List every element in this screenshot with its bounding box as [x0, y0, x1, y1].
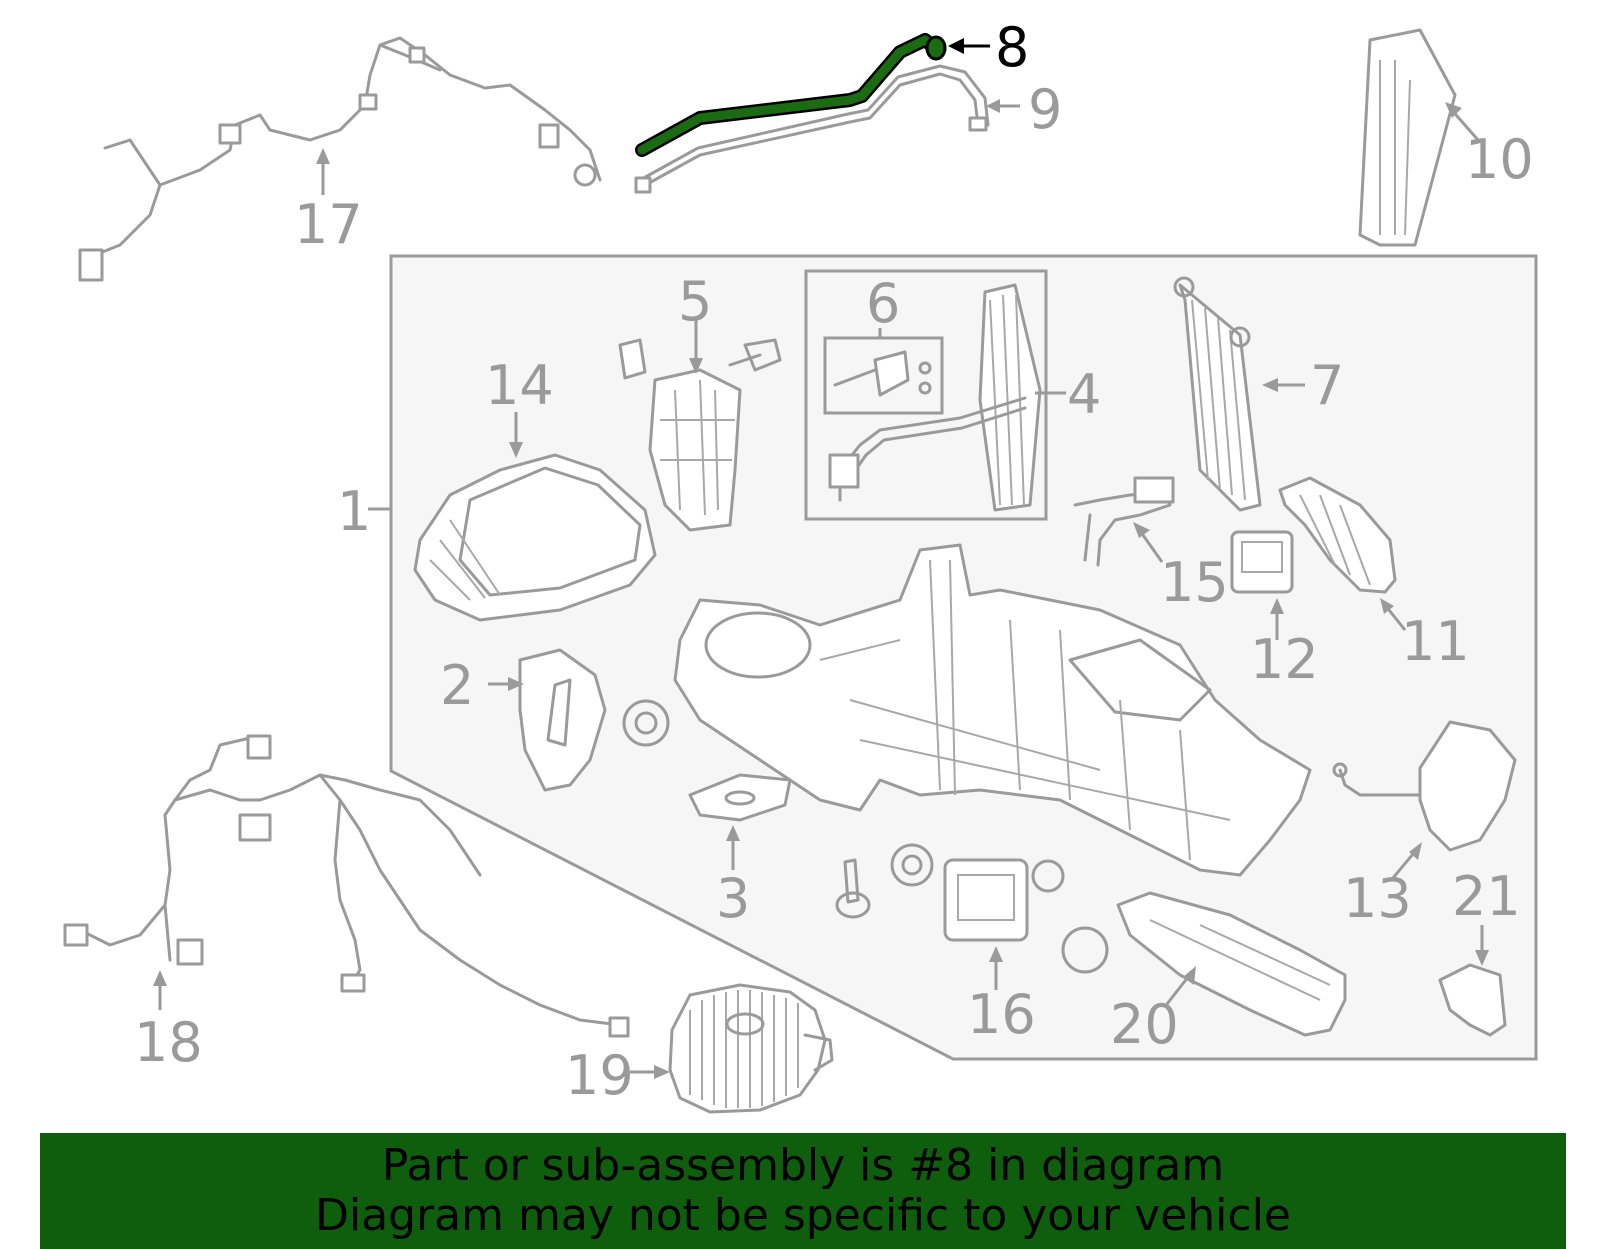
- callout-19: 19: [565, 1044, 634, 1107]
- hvac-case-main-body: [673, 543, 1312, 877]
- bolt[interactable]: [835, 858, 871, 919]
- part-13-actuator[interactable]: [1332, 720, 1517, 852]
- part-16-resistor[interactable]: [943, 858, 1109, 974]
- part-3-seal-plate[interactable]: [688, 773, 792, 822]
- callout-9: 9: [1028, 78, 1062, 141]
- part-4-evaporator[interactable]: [828, 283, 1042, 512]
- callout-21: 21: [1452, 865, 1521, 928]
- part-11-duct[interactable]: [1278, 476, 1397, 594]
- callout-8-highlighted: 8: [995, 16, 1029, 79]
- callout-12: 12: [1250, 628, 1319, 691]
- part-18-wiring-harness[interactable]: [63, 734, 630, 1038]
- part-17-wiring-harness[interactable]: [78, 36, 602, 282]
- callout-10: 10: [1465, 128, 1534, 191]
- part-14-blower-housing[interactable]: [413, 453, 657, 622]
- part-10-heater-core[interactable]: [1358, 28, 1457, 247]
- grommet-small[interactable]: [890, 843, 934, 887]
- callout-15: 15: [1160, 551, 1229, 614]
- grommet[interactable]: [622, 699, 670, 747]
- callout-17: 17: [294, 193, 363, 256]
- part-21-bracket[interactable]: [1438, 963, 1507, 1037]
- callout-13: 13: [1343, 867, 1412, 930]
- part-20-duct[interactable]: [1116, 891, 1347, 1037]
- callout-2: 2: [440, 654, 474, 717]
- part-15-sensor[interactable]: [1073, 476, 1175, 567]
- part-6-expansion-valve[interactable]: [833, 350, 932, 397]
- part-8-hose-highlighted[interactable]: [635, 33, 947, 157]
- part-6-inner-box: [823, 336, 944, 415]
- callout-16: 16: [967, 983, 1036, 1046]
- callout-14: 14: [485, 354, 554, 417]
- callout-3: 3: [716, 867, 750, 930]
- part-9-hose[interactable]: [634, 64, 990, 194]
- part-2-gasket[interactable]: [518, 648, 607, 792]
- part-12-module[interactable]: [1230, 530, 1294, 594]
- callout-7: 7: [1310, 354, 1344, 417]
- part-19-blower-motor[interactable]: [668, 983, 834, 1114]
- callout-5: 5: [678, 270, 712, 333]
- callout-20: 20: [1110, 993, 1179, 1056]
- info-banner: Part or sub-assembly is #8 in diagram Di…: [40, 1133, 1566, 1249]
- banner-line-part-number: Part or sub-assembly is #8 in diagram: [381, 1140, 1225, 1191]
- callout-18: 18: [134, 1011, 203, 1074]
- callout-1: 1: [337, 480, 371, 543]
- banner-line-disclaimer: Diagram may not be specific to your vehi…: [315, 1190, 1291, 1241]
- callout-6: 6: [866, 272, 900, 335]
- callout-4: 4: [1067, 363, 1101, 426]
- part-7-heater-core[interactable]: [1173, 276, 1262, 512]
- part-6-subassembly-box: [804, 269, 1048, 521]
- callout-11: 11: [1401, 610, 1470, 673]
- part-5-actuator-bracket[interactable]: [618, 338, 782, 532]
